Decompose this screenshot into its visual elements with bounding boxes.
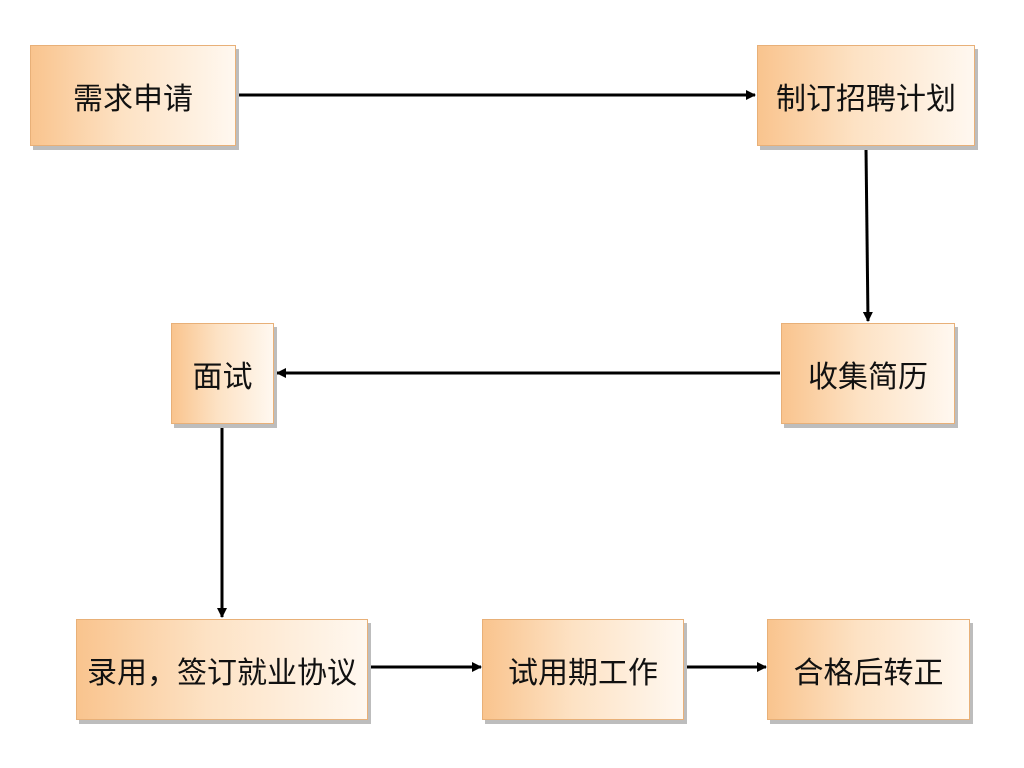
node-collect-resumes: 收集简历	[781, 323, 955, 424]
node-regularization: 合格后转正	[767, 619, 970, 720]
node-interview: 面试	[171, 323, 274, 424]
node-recruitment-plan: 制订招聘计划	[757, 45, 975, 146]
node-demand-request: 需求申请	[30, 45, 236, 146]
node-hire-sign-agreement: 录用，签订就业协议	[76, 619, 368, 720]
node-probation-work: 试用期工作	[482, 619, 684, 720]
edge-plan-to-resumes	[862, 147, 873, 322]
